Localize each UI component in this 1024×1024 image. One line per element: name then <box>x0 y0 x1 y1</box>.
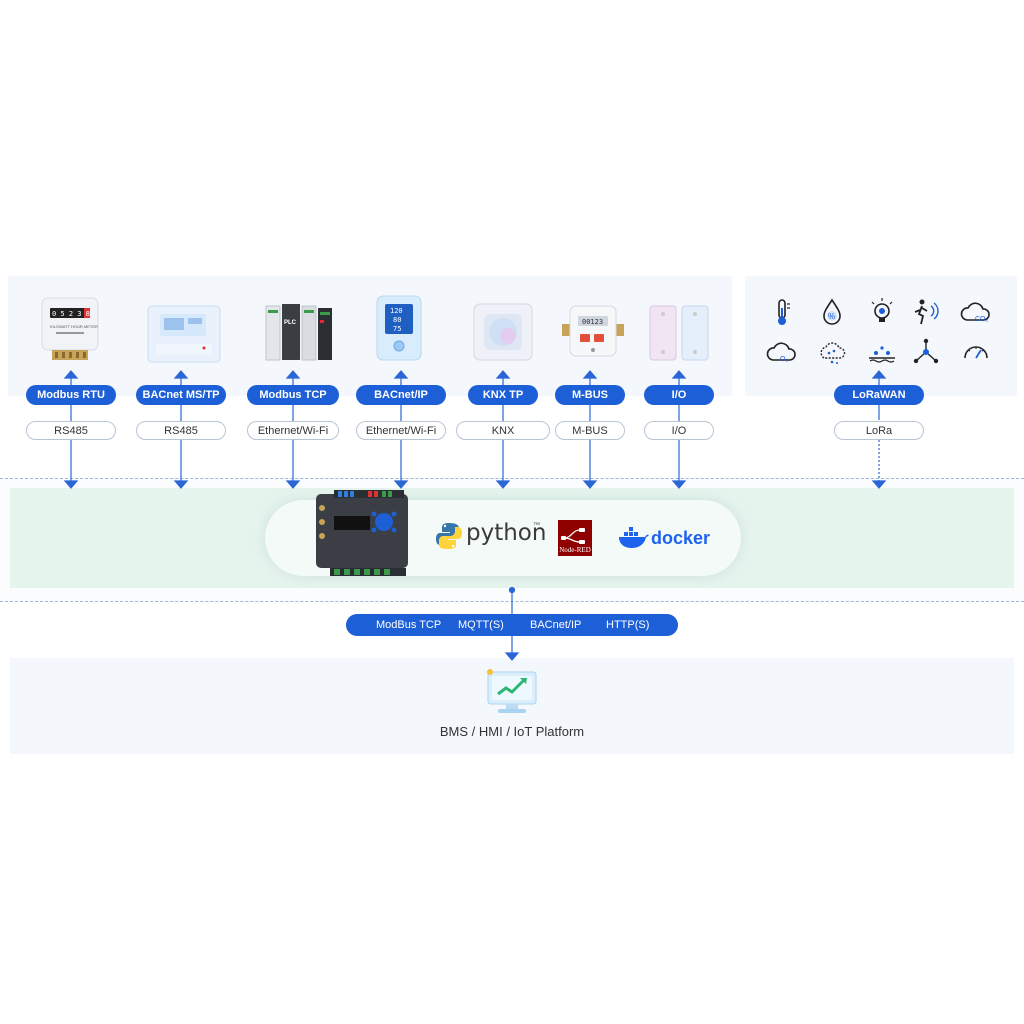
medium-rs485-2: RS485 <box>136 421 226 440</box>
northbound-mqtt: MQTT(S) <box>458 619 504 631</box>
bp-value-1: 120 <box>390 307 403 315</box>
knx-switch-device <box>470 300 536 364</box>
northbound-protocol-bar <box>346 614 678 636</box>
plc-device: PLC <box>264 302 334 364</box>
medium-io: I/O <box>644 421 714 440</box>
nodered-flow-icon <box>561 528 585 544</box>
docker-whale-icon <box>619 527 649 548</box>
thermometer-icon <box>778 299 790 325</box>
plc-label-text: PLC <box>284 320 297 326</box>
protocol-modbus-tcp: Modbus TCP <box>247 385 339 405</box>
light-icon <box>871 298 893 322</box>
protocol-modbus-rtu: Modbus RTU <box>26 385 116 405</box>
bms-platform-label: BMS / HMI / IoT Platform <box>439 724 585 739</box>
nodered-logo: Node-RED <box>558 520 592 556</box>
network-icon <box>913 338 939 364</box>
humidity-icon: % <box>823 298 841 325</box>
protocol-m-bus: M-BUS <box>555 385 625 405</box>
pressure-gauge-icon <box>964 346 988 359</box>
motion-icon <box>914 299 939 325</box>
protocol-io: I/O <box>644 385 714 405</box>
monitor-chart-icon <box>487 669 537 713</box>
medium-ethernet-wifi-1: Ethernet/Wi-Fi <box>247 421 339 440</box>
protocol-lorawan: LoRaWAN <box>834 385 924 405</box>
medium-ethernet-wifi-2: Ethernet/Wi-Fi <box>356 421 446 440</box>
svg-text:O₃: O₃ <box>780 356 788 363</box>
svg-text:%: % <box>828 312 835 321</box>
meter-caption-text: KILOWATT HOUR METER <box>50 324 98 329</box>
bp-value-2: 80 <box>393 316 401 324</box>
python-logo-icon <box>436 523 462 549</box>
nodered-label: Node-RED <box>559 546 591 554</box>
svg-text:CO₂: CO₂ <box>975 316 989 323</box>
medium-lora: LoRa <box>834 421 924 440</box>
io-panel-device <box>648 304 712 362</box>
medium-knx: KNX <box>456 421 550 440</box>
northbound-http: HTTP(S) <box>606 619 650 631</box>
medium-m-bus: M-BUS <box>555 421 625 440</box>
python-label: python <box>466 520 547 546</box>
python-tm: ™ <box>533 522 540 529</box>
water-meter-device: 00123 <box>560 298 626 364</box>
water-digits-text: 00123 <box>582 318 603 326</box>
thermostat-device <box>146 304 222 364</box>
protocol-bacnet-ip: BACnet/IP <box>356 385 446 405</box>
medium-rs485-1: RS485 <box>26 421 116 440</box>
protocol-knx-tp: KNX TP <box>468 385 538 405</box>
particulate-icon <box>820 342 846 364</box>
docker-label: docker <box>651 528 711 548</box>
o3-icon: O₃ <box>766 342 796 363</box>
protocol-bacnet-mstp: BACnet MS/TP <box>136 385 226 405</box>
northbound-modbus-tcp: ModBus TCP <box>376 619 442 631</box>
co2-icon: CO₂ <box>960 302 990 323</box>
gateway-device <box>310 490 414 576</box>
leak-icon <box>869 346 895 363</box>
bacnet-controller-device: 120 80 75 <box>373 294 425 364</box>
northbound-bacnet-ip: BACnet/IP <box>530 619 582 631</box>
energy-meter-device: 0 5 2 3 8 KILOWATT HOUR METER <box>38 296 102 364</box>
meter-digits-text: 0 5 2 3 8 <box>52 310 90 318</box>
bp-value-3: 75 <box>393 325 401 333</box>
